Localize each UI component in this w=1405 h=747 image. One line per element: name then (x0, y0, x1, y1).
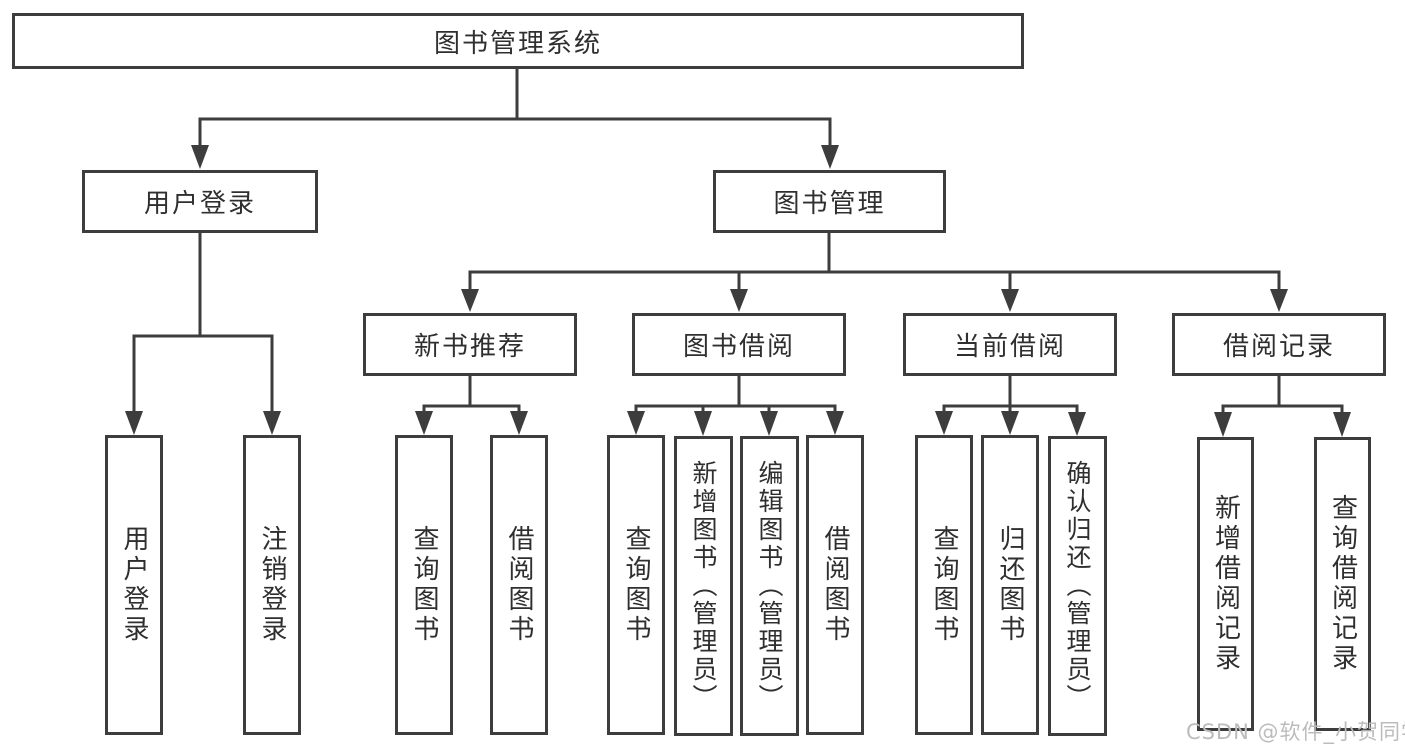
leaf-query-books-borrowing: 查询图书 (607, 435, 665, 735)
leaf-add-books-admin-label: 新增图书（管理员） (689, 460, 718, 712)
node-book-borrowing: 图书借阅 (632, 313, 846, 376)
leaf-return-books: 归还图书 (981, 435, 1039, 735)
leaf-borrow-books-recommend-label: 借阅图书 (504, 525, 534, 645)
leaf-borrow-books-borrowing-label: 借阅图书 (820, 525, 850, 645)
watermark: CSDN @软件_小贺同学 (1186, 720, 1405, 744)
leaf-borrow-books-recommend: 借阅图书 (490, 435, 548, 735)
leaf-add-borrow-record: 新增借阅记录 (1197, 437, 1254, 731)
leaf-borrow-books-borrowing: 借阅图书 (806, 435, 864, 735)
leaf-add-borrow-record-label: 新增借阅记录 (1210, 494, 1241, 674)
leaf-query-books-recommend-label: 查询图书 (409, 525, 439, 645)
leaf-query-borrow-record-label: 查询借阅记录 (1327, 494, 1358, 674)
leaf-user-login: 用户登录 (105, 435, 163, 735)
leaf-logout-label: 注销登录 (257, 525, 287, 645)
node-new-book-recommend: 新书推荐 (363, 313, 577, 376)
leaf-user-login-label: 用户登录 (119, 525, 149, 645)
node-library-management-system: 图书管理系统 (12, 13, 1024, 69)
leaf-edit-books-admin-label: 编辑图书（管理员） (755, 460, 784, 712)
leaf-confirm-return-admin: 确认归还（管理员） (1048, 436, 1107, 736)
leaf-edit-books-admin: 编辑图书（管理员） (740, 436, 799, 736)
leaf-return-books-label: 归还图书 (995, 525, 1025, 645)
node-current-borrowing: 当前借阅 (903, 313, 1117, 376)
node-borrow-records: 借阅记录 (1172, 313, 1386, 376)
leaf-logout: 注销登录 (243, 435, 301, 735)
node-user-login: 用户登录 (82, 170, 318, 233)
node-book-management: 图书管理 (713, 170, 946, 233)
leaf-confirm-return-admin-label: 确认归还（管理员） (1063, 460, 1092, 712)
leaf-query-books-borrowing-label: 查询图书 (621, 525, 651, 645)
leaf-query-books-recommend: 查询图书 (395, 435, 453, 735)
leaf-query-borrow-record: 查询借阅记录 (1314, 437, 1371, 731)
leaf-query-books-current-label: 查询图书 (929, 525, 959, 645)
leaf-query-books-current: 查询图书 (915, 435, 973, 735)
leaf-add-books-admin: 新增图书（管理员） (674, 436, 733, 736)
